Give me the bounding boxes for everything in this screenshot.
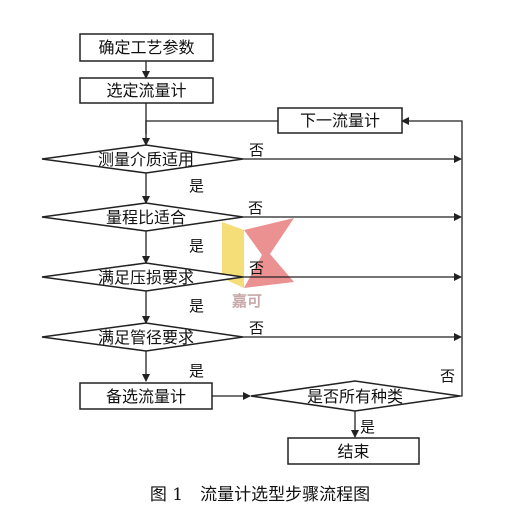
node-end: 结束: [287, 437, 420, 465]
decision-pressure-loss: 满足压损要求: [41, 262, 244, 292]
node-next-meter: 下一流量计: [277, 107, 403, 134]
node-determine-params-label: 确定工艺参数: [98, 38, 194, 57]
decision-all-types-label: 是否所有种类: [307, 387, 403, 406]
label-pipe-yes: 是: [189, 362, 204, 380]
watermark-logo: 嘉可: [222, 218, 294, 310]
node-next-meter-label: 下一流量计: [300, 111, 380, 130]
decision-medium: 测量介质适用: [41, 144, 244, 174]
node-end-label: 结束: [337, 442, 369, 461]
label-pressure-no: 否: [249, 259, 264, 277]
node-candidate-meter: 备选流量计: [79, 382, 213, 410]
watermark-text: 嘉可: [231, 292, 262, 310]
label-pressure-yes: 是: [189, 297, 204, 315]
decision-pipe-diameter-label: 满足管径要求: [98, 328, 194, 347]
decision-pressure-loss-label: 满足压损要求: [98, 268, 194, 287]
decision-range-label: 量程比适合: [106, 208, 186, 227]
label-range-yes: 是: [189, 237, 204, 255]
node-determine-params: 确定工艺参数: [79, 33, 214, 62]
edge-next-to-medium: [145, 120, 278, 134]
figure-caption: 图 1 流量计选型步骤流程图: [150, 485, 370, 505]
label-pipe-no: 否: [249, 319, 264, 337]
label-all-types-yes: 是: [360, 418, 375, 436]
label-medium-no: 否: [249, 141, 264, 159]
decision-medium-label: 测量介质适用: [98, 150, 194, 169]
connectors: [142, 61, 463, 438]
label-range-no: 否: [248, 199, 263, 217]
label-medium-yes: 是: [189, 177, 204, 195]
edge-alltypes-no-loop: [401, 117, 463, 397]
node-select-meter-label: 选定流量计: [106, 81, 186, 100]
node-candidate-meter-label: 备选流量计: [106, 387, 186, 406]
decision-range: 量程比适合: [41, 202, 244, 232]
decision-pipe-diameter: 满足管径要求: [41, 322, 244, 352]
label-all-types-no: 否: [440, 367, 455, 385]
node-select-meter: 选定流量计: [79, 77, 214, 104]
decision-all-types: 是否所有种类: [250, 380, 461, 412]
